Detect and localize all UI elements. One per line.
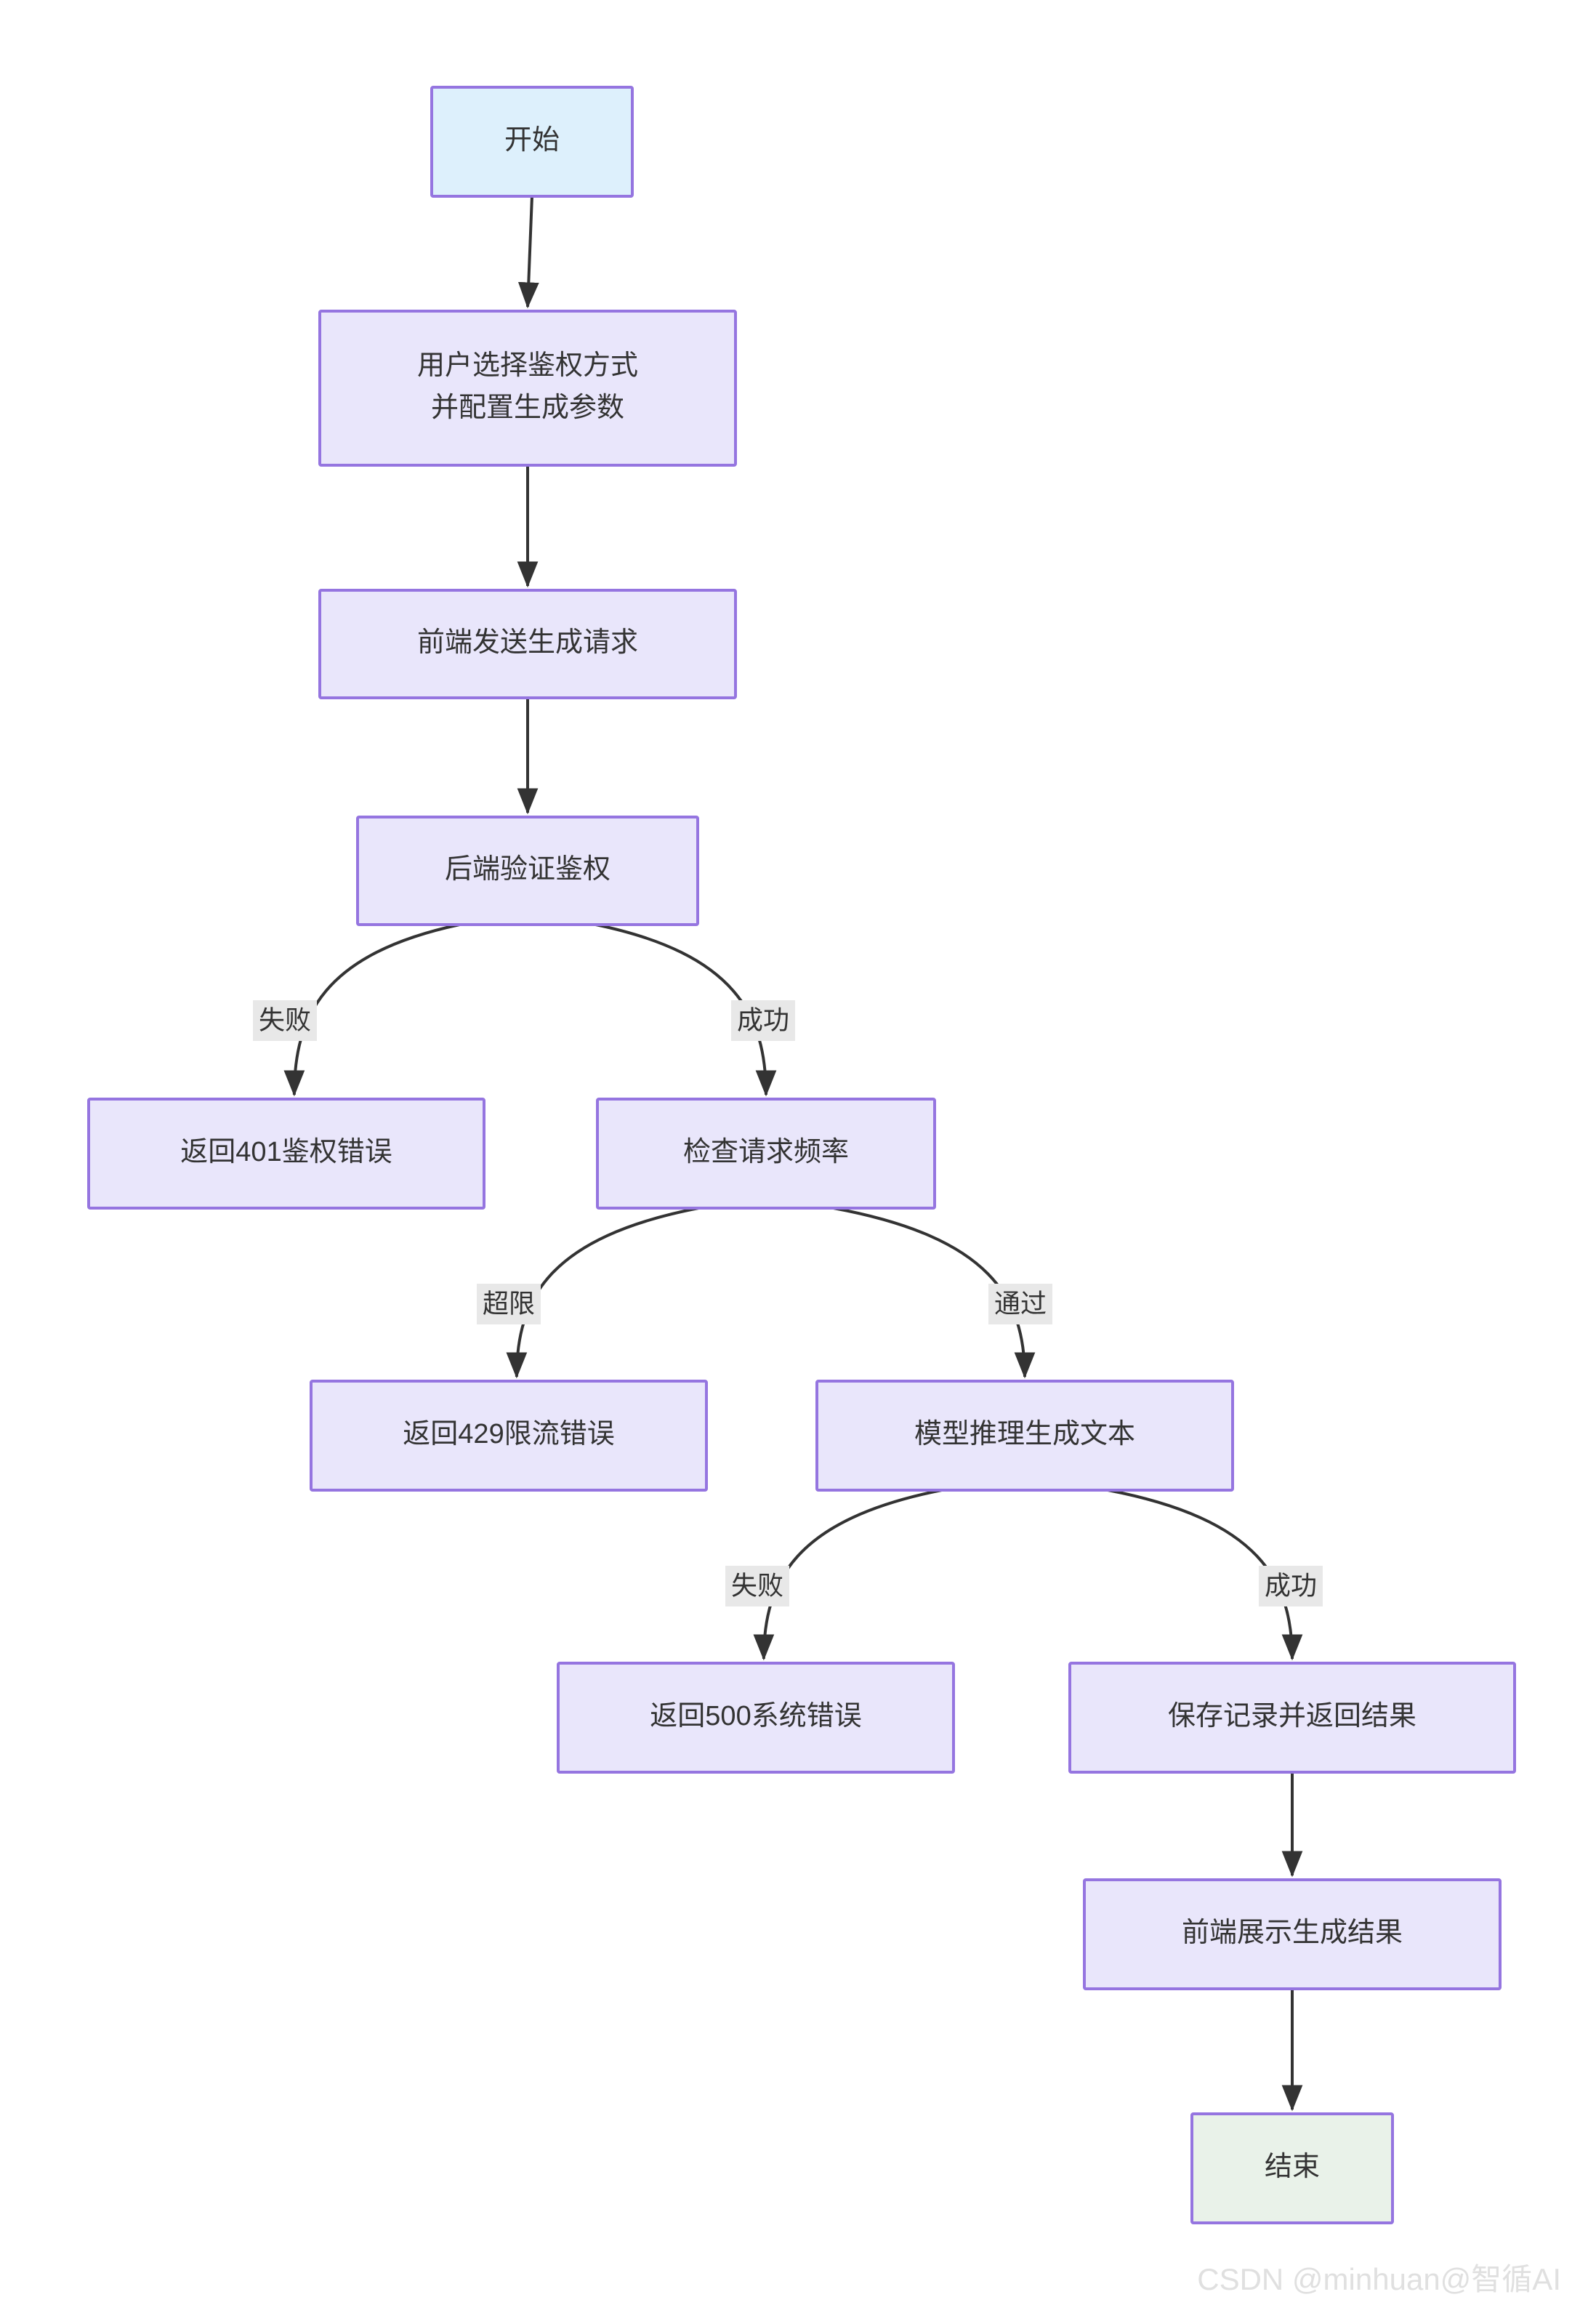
- node-label: 返回401鉴权错误: [180, 1137, 392, 1167]
- flow-node-display[interactable]: 前端展示生成结果: [1083, 1878, 1502, 1990]
- flow-node-auth[interactable]: 后端验证鉴权: [356, 816, 699, 926]
- flow-edge-e8: [753, 1489, 942, 1661]
- edge-label-e5: 成功: [731, 1000, 795, 1041]
- node-box: [596, 1098, 936, 1210]
- flow-edge-e7: [833, 1207, 1036, 1379]
- edge-label-background: [1259, 1566, 1323, 1606]
- node-label: 前端发送生成请求: [417, 627, 638, 658]
- node-label: 检查请求频率: [683, 1137, 849, 1167]
- flow-edge-e1: [517, 196, 539, 309]
- edge-label-text: 失败: [731, 1571, 783, 1601]
- node-label: 返回500系统错误: [650, 1701, 861, 1731]
- flow-node-ratelimit[interactable]: 检查请求频率: [596, 1098, 936, 1210]
- edge-label-e4: 失败: [253, 1000, 317, 1041]
- edge-label-e8: 失败: [725, 1566, 789, 1606]
- flow-node-err429[interactable]: 返回429限流错误: [310, 1380, 708, 1492]
- edge-label-background: [731, 1000, 795, 1041]
- edge-label-background: [253, 1000, 317, 1041]
- flow-node-save[interactable]: 保存记录并返回结果: [1068, 1662, 1516, 1774]
- flow-node-err401[interactable]: 返回401鉴权错误: [87, 1098, 485, 1210]
- flow-node-err500[interactable]: 返回500系统错误: [557, 1662, 955, 1774]
- node-box: [318, 310, 737, 467]
- node-label: 结束: [1265, 2152, 1320, 2182]
- flow-edge-e5: [595, 923, 777, 1097]
- flow-edge-e6: [506, 1207, 699, 1379]
- node-label: 后端验证鉴权: [445, 854, 610, 885]
- node-label: 用户选择鉴权方式: [417, 350, 638, 381]
- node-box: [310, 1380, 708, 1492]
- edge-label-e6: 超限: [477, 1284, 541, 1324]
- flow-edge-e9: [1108, 1489, 1303, 1661]
- node-label: 并配置生成参数: [431, 393, 624, 423]
- node-box: [318, 589, 737, 699]
- node-box: [815, 1380, 1234, 1492]
- edge-label-background: [725, 1566, 789, 1606]
- edge-label-text: 超限: [483, 1289, 535, 1319]
- node-box: [1083, 1878, 1502, 1990]
- flow-edge-e4: [283, 923, 460, 1097]
- node-box: [87, 1098, 485, 1210]
- edge-label-e9: 成功: [1259, 1566, 1323, 1606]
- edge-label-background: [988, 1284, 1052, 1324]
- node-box: [1068, 1662, 1516, 1774]
- edge-label-text: 通过: [994, 1289, 1047, 1319]
- edge-label-text: 成功: [1265, 1571, 1317, 1601]
- edge-label-background: [477, 1284, 541, 1324]
- flow-node-start[interactable]: 开始: [430, 86, 634, 198]
- node-box: [430, 86, 634, 198]
- csdn-watermark: CSDN @minhuan@智循AI: [1197, 2262, 1561, 2296]
- node-label: 模型推理生成文本: [914, 1419, 1135, 1449]
- flow-node-end[interactable]: 结束: [1190, 2112, 1394, 2224]
- edge-label-e7: 通过: [988, 1284, 1052, 1324]
- node-box: [356, 816, 699, 926]
- edges-layer: [283, 196, 1303, 2112]
- nodes-layer: 开始用户选择鉴权方式并配置生成参数前端发送生成请求后端验证鉴权返回401鉴权错误…: [87, 86, 1516, 2224]
- node-label: 返回429限流错误: [403, 1419, 614, 1449]
- flow-node-send[interactable]: 前端发送生成请求: [318, 589, 737, 699]
- edge-label-text: 成功: [737, 1005, 789, 1035]
- node-box: [557, 1662, 955, 1774]
- edge-label-text: 失败: [259, 1005, 311, 1035]
- node-label: 前端展示生成结果: [1182, 1918, 1403, 1948]
- node-box: [1190, 2112, 1394, 2224]
- node-label: 保存记录并返回结果: [1168, 1701, 1416, 1731]
- flow-node-infer[interactable]: 模型推理生成文本: [815, 1380, 1234, 1492]
- node-label: 开始: [504, 125, 560, 156]
- edge-labels-layer: 失败成功超限通过失败成功: [253, 1000, 1323, 1606]
